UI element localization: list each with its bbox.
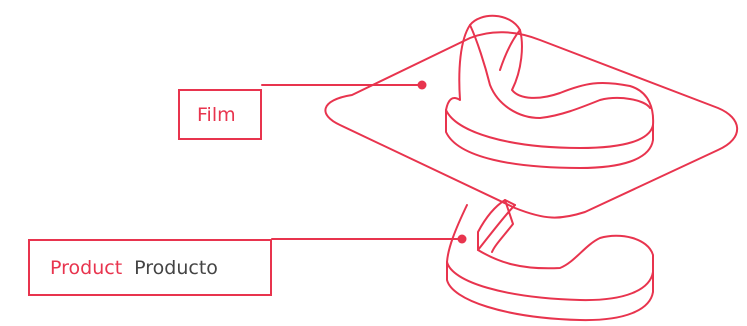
film-cavity-shape [445,14,655,169]
product-connector-dot [457,234,467,244]
film-label-box: Film [178,89,262,140]
product-shape [446,199,654,322]
film-sheet [324,31,739,219]
product-label-box: Product Producto [28,239,272,296]
product-translation-label: Producto [134,256,218,279]
product-label: Product [50,256,123,279]
film-label: Film [197,103,236,126]
film-connector-dot [417,80,427,90]
